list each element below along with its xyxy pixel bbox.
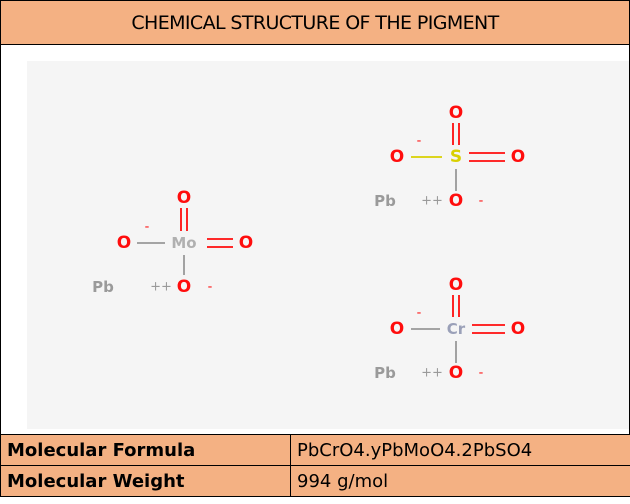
cr-left-charge: - [417, 306, 422, 321]
s-bottom-charge: - [479, 194, 484, 209]
s-right-oxygen: O [511, 147, 525, 167]
property-label: Molecular Weight [0, 465, 291, 497]
s-lead-atom: Pb [374, 192, 396, 210]
cr-lead-atom: Pb [374, 364, 396, 382]
section-header: CHEMICAL STRUCTURE OF THE PIGMENT [0, 0, 630, 44]
properties-table: Molecular Formula PbCrO4.yPbMoO4.2PbSO4 … [0, 434, 630, 497]
mo-bottom-oxygen: O [177, 277, 191, 297]
cr-bottom-charge: - [479, 366, 484, 381]
mo-right-oxygen: O [239, 233, 253, 253]
cr-right-oxygen: O [511, 319, 525, 339]
mo-bottom-charge: - [208, 280, 213, 295]
s-top-oxygen: O [449, 103, 463, 123]
cr-top-oxygen: O [449, 275, 463, 295]
property-label: Molecular Formula [0, 434, 291, 466]
property-value: PbCrO4.yPbMoO4.2PbSO4 [290, 434, 630, 466]
molybdate-group: O Mo O - O O - [92, 188, 253, 297]
s-bottom-oxygen: O [449, 191, 463, 211]
structure-image: O Mo O - O O - [27, 61, 629, 429]
table-row: Molecular Formula PbCrO4.yPbMoO4.2PbSO4 [0, 434, 630, 466]
section-title: CHEMICAL STRUCTURE OF THE PIGMENT [131, 11, 499, 34]
sulfate-group: O S O - O O - Pb ++ [374, 103, 525, 211]
cr-lead-charge: ++ [421, 366, 443, 381]
cr-center-atom: Cr [447, 320, 466, 338]
mo-top-oxygen: O [177, 188, 191, 208]
structure-panel: O Mo O - O O - [0, 44, 630, 436]
mo-center-atom: Mo [171, 234, 196, 252]
mo-lead-charge: ++ [150, 280, 172, 295]
property-value: 994 g/mol [290, 465, 630, 497]
cr-bottom-oxygen: O [449, 363, 463, 383]
s-left-oxygen: O [390, 147, 404, 167]
s-lead-charge: ++ [421, 194, 443, 209]
chemical-structure-diagram: O Mo O - O O - [92, 103, 525, 383]
mo-left-charge: - [145, 220, 150, 235]
s-left-charge: - [417, 134, 422, 149]
cr-left-oxygen: O [390, 319, 404, 339]
chromate-group: O Cr O - O O - Pb ++ [374, 275, 525, 383]
mo-lead-atom: Pb [92, 278, 114, 296]
mo-left-oxygen: O [117, 233, 131, 253]
s-center-atom: S [450, 147, 462, 167]
table-row: Molecular Weight 994 g/mol [0, 465, 630, 497]
